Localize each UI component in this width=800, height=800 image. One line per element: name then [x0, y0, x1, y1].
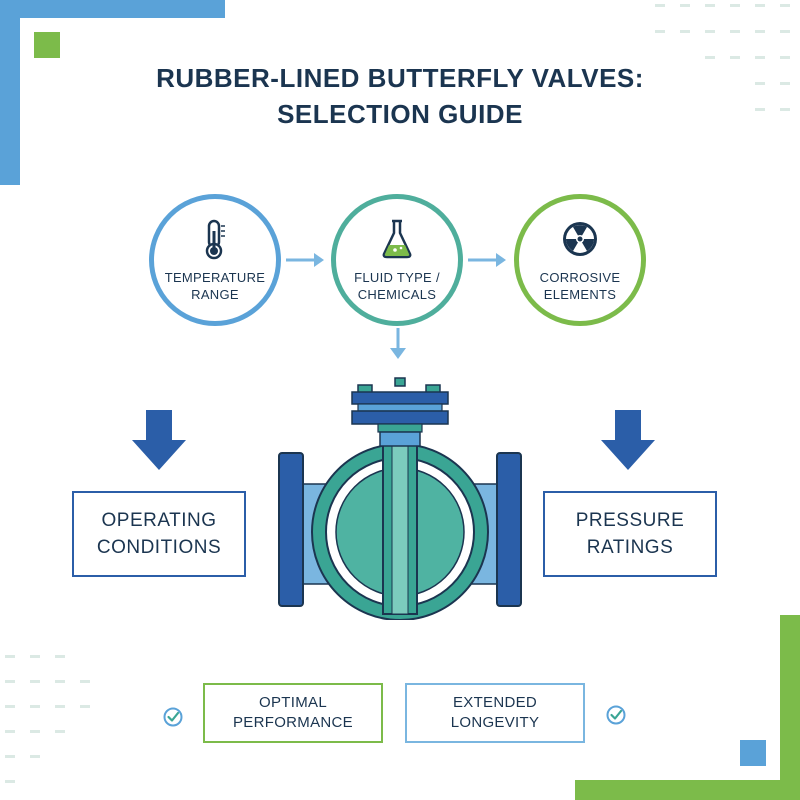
outcome-label-line-1: OPTIMAL — [259, 694, 327, 711]
factor-label: CORROSIVE ELEMENTS — [539, 270, 621, 302]
pressure-ratings-box: PRESSURE RATINGS — [543, 491, 717, 577]
factor-label: TEMPERATURE RANGE — [164, 270, 266, 302]
outcome-label-line-1: EXTENDED — [452, 694, 538, 711]
box-label-line-1: PRESSURE — [575, 510, 685, 531]
extended-longevity-box: EXTENDED LONGEVITY — [405, 683, 585, 743]
factor-corrosive-elements: CORROSIVE ELEMENTS — [514, 194, 646, 326]
arrow-fluid-to-valve — [390, 328, 406, 359]
factor-temperature-range: TEMPERATURE RANGE — [149, 194, 281, 326]
box-label-line-1: OPERATING — [101, 510, 217, 531]
arrow-temp-to-fluid — [286, 253, 324, 267]
factor-label: FLUID TYPE / CHEMICALS — [354, 270, 440, 302]
page-title: RUBBER-LINED BUTTERFLY VALVES: SELECTION… — [0, 60, 800, 132]
box-label-line-2: CONDITIONS — [96, 537, 222, 558]
title-line-1: RUBBER-LINED BUTTERFLY VALVES: — [156, 63, 644, 93]
hazard-icon — [563, 222, 597, 256]
check-circle-icon — [163, 707, 183, 727]
title-line-2: SELECTION GUIDE — [277, 99, 523, 129]
down-arrow-left — [132, 410, 186, 470]
outcome-label-line-2: LONGEVITY — [450, 714, 540, 731]
butterfly-valve-illustration — [278, 377, 522, 620]
check-circle-icon — [606, 705, 626, 725]
box-label-line-2: RATINGS — [586, 537, 674, 558]
arrow-fluid-to-corrosive — [468, 253, 506, 267]
optimal-performance-box: OPTIMAL PERFORMANCE — [203, 683, 383, 743]
flask-icon — [382, 219, 412, 259]
thermometer-icon — [205, 219, 225, 260]
factor-fluid-type: FLUID TYPE / CHEMICALS — [331, 194, 463, 326]
operating-conditions-box: OPERATING CONDITIONS — [72, 491, 246, 577]
outcome-label-line-2: PERFORMANCE — [233, 714, 353, 731]
down-arrow-right — [601, 410, 655, 470]
